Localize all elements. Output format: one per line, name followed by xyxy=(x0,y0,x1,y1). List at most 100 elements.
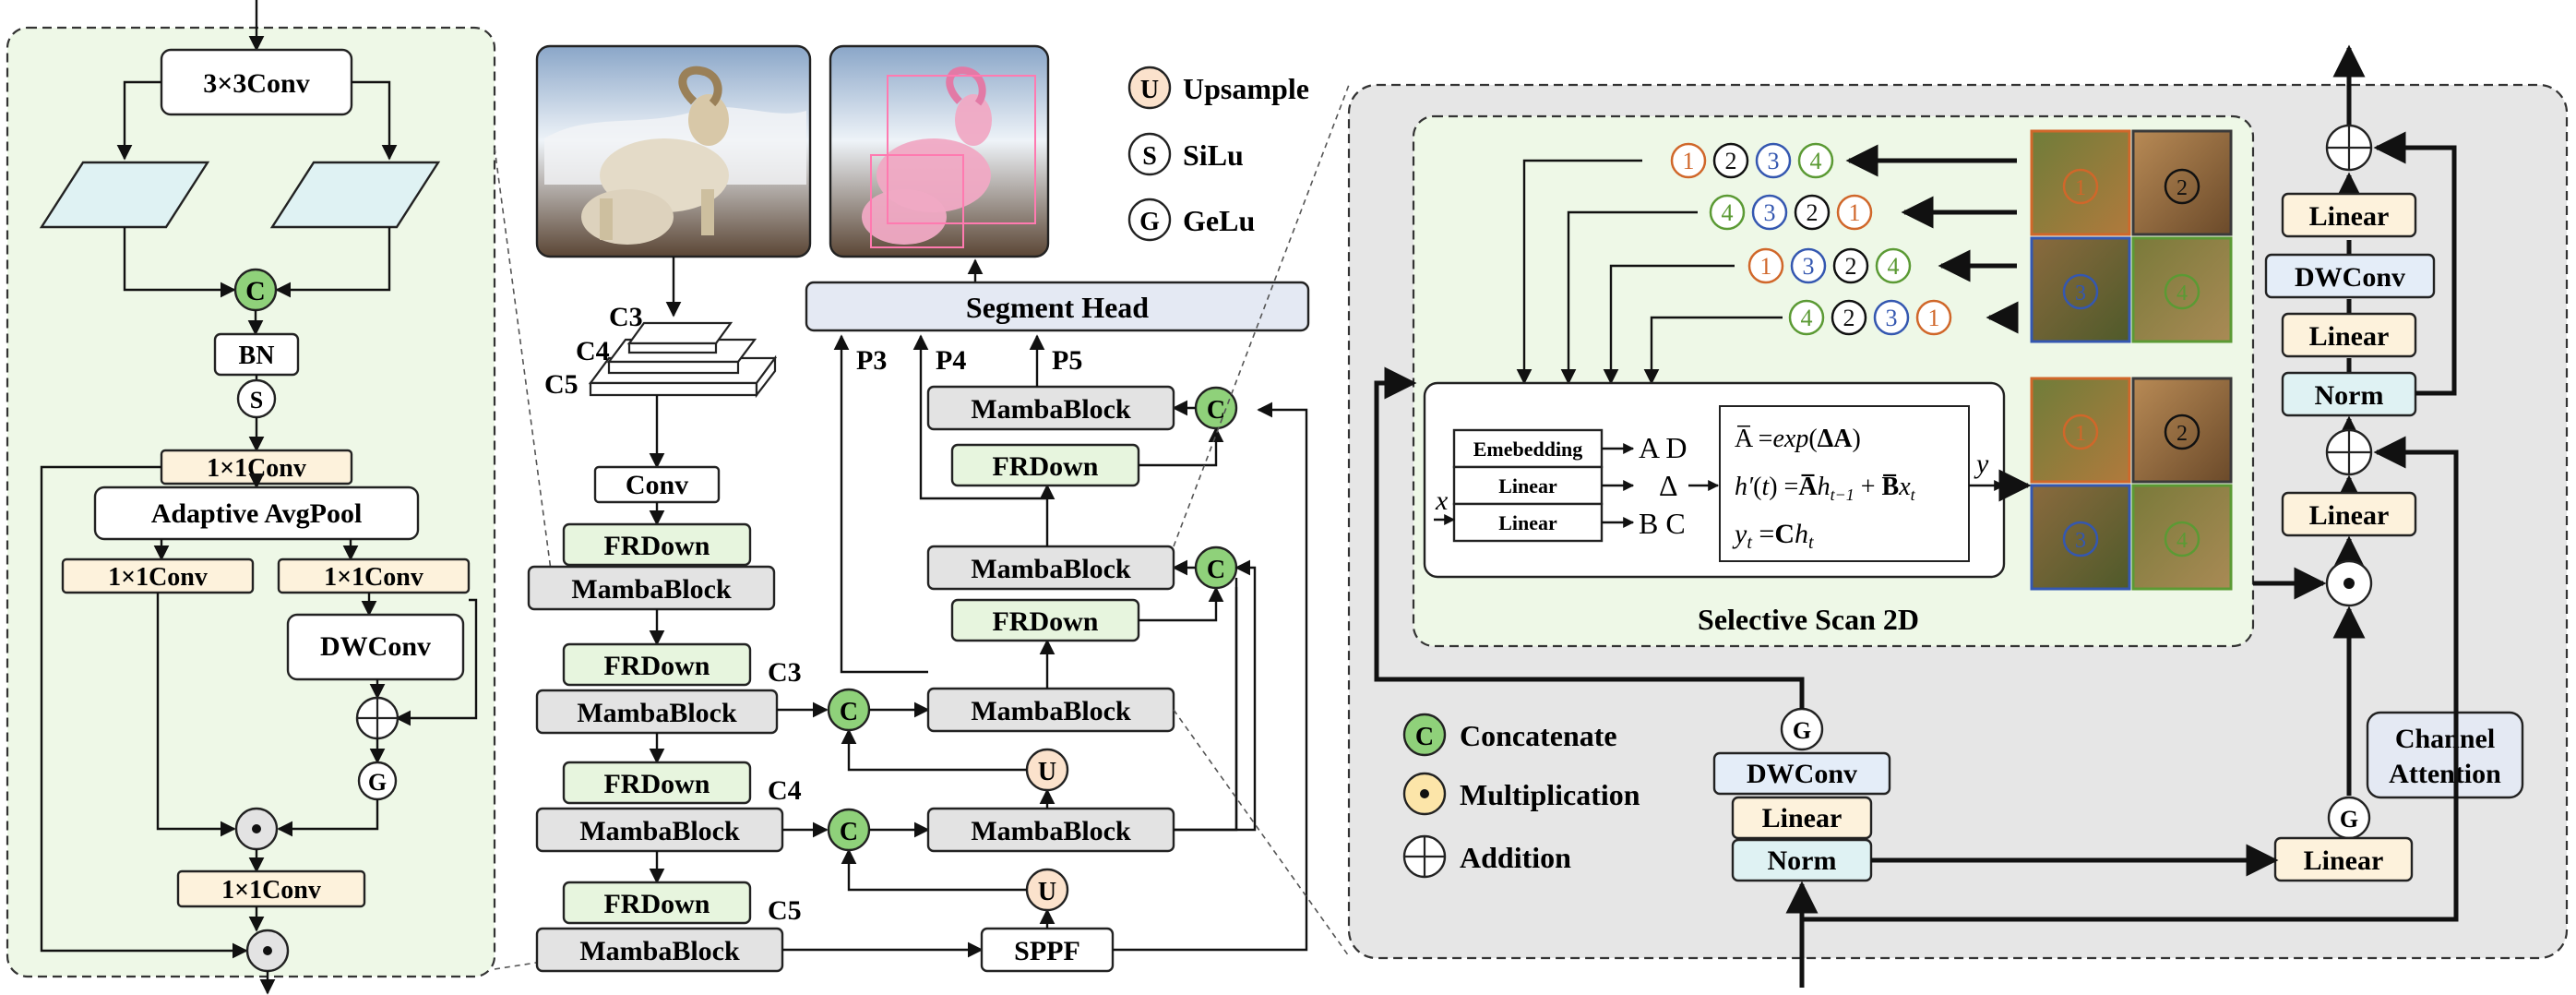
scan-token-circle xyxy=(1836,194,1873,231)
svg-text:DWConv: DWConv xyxy=(2295,262,2405,293)
ssm-output-y: y xyxy=(1974,449,1989,479)
gelu-node-left: G xyxy=(357,761,398,801)
mamba-block-3: MambaBlock xyxy=(535,807,784,853)
frdown-neck-2: FRDown xyxy=(950,443,1140,487)
scan-token-label: 1 xyxy=(1849,199,1861,226)
svg-text:Linear: Linear xyxy=(2309,500,2390,531)
label-p5: P5 xyxy=(1052,345,1082,376)
svg-text:1: 1 xyxy=(2075,422,2086,446)
pyramid-label-c3: C3 xyxy=(609,302,643,332)
addition-node-mid xyxy=(2325,428,2373,476)
label-p4: P4 xyxy=(936,345,966,376)
scan-token-label: 4 xyxy=(1888,253,1900,280)
gelu-node-right: G xyxy=(2327,796,2371,840)
svg-text:Channel: Channel xyxy=(2395,724,2495,754)
svg-text:MambaBlock: MambaBlock xyxy=(971,816,1131,846)
concat-node-p5: C xyxy=(1194,386,1238,430)
svg-text:C: C xyxy=(1207,556,1225,584)
scan-token-circle xyxy=(1751,194,1788,231)
svg-text:Linear: Linear xyxy=(2309,201,2390,232)
legend-mult-label: Multiplication xyxy=(1460,778,1640,811)
frdown-neck-1: FRDown xyxy=(950,598,1140,642)
concat-node-c3: C xyxy=(827,688,871,732)
svg-text:Linear: Linear xyxy=(1498,474,1557,498)
linear-block-bottom-right: Linear xyxy=(2273,836,2414,882)
svg-text:S: S xyxy=(250,387,263,414)
upsample-node-mid: U xyxy=(1025,748,1069,792)
gelu-node-bottom: G xyxy=(1780,707,1824,751)
svg-text:Linear: Linear xyxy=(2309,321,2390,352)
stem-conv-block: Conv xyxy=(593,465,721,504)
scan-token-circle xyxy=(1712,142,1749,179)
svg-text:3: 3 xyxy=(2075,282,2086,306)
legend-silu-label: SiLu xyxy=(1183,138,1244,172)
svg-text:Conv: Conv xyxy=(626,470,688,500)
ssm-eq-state: h′(t) =A̅ht−1 + B̅xt xyxy=(1735,473,1916,504)
svg-text:BN: BN xyxy=(239,342,275,370)
scan-token-circle xyxy=(1831,299,1867,336)
mamba-block-neck-p4: MambaBlock xyxy=(926,545,1175,591)
svg-text:FRDown: FRDown xyxy=(603,651,710,681)
dwconv-block-bottom: DWConv xyxy=(1712,751,1891,796)
norm-block-right: Norm xyxy=(2281,371,2417,417)
conv3x3-label: 3×3Conv xyxy=(203,68,309,99)
svg-text:DWConv: DWConv xyxy=(320,631,431,662)
feature-pyramid xyxy=(588,321,778,399)
scan-token-label: 3 xyxy=(1768,148,1780,174)
conv1x1-left-block: 1×1Conv xyxy=(61,557,255,594)
mamba-block-neck-c3: MambaBlock xyxy=(926,687,1175,733)
svg-text:MambaBlock: MambaBlock xyxy=(971,696,1131,726)
svg-text:4: 4 xyxy=(2176,282,2188,306)
ssm-delta-label: Δ xyxy=(1659,469,1678,502)
adaptive-avgpool-block: Adaptive AvgPool xyxy=(93,486,420,541)
svg-text:FRDown: FRDown xyxy=(603,531,710,561)
scan-token-circle xyxy=(1755,142,1792,179)
multiplication-node-right xyxy=(2325,559,2373,607)
ssm-input-x: x xyxy=(1435,486,1449,516)
stage-label-c5: C5 xyxy=(768,895,802,926)
svg-text:FRDown: FRDown xyxy=(992,606,1098,637)
scan-tiles-bottom: 1 2 3 4 xyxy=(2030,377,2233,591)
scan-token-label: 4 xyxy=(1722,199,1734,226)
addition-node-left xyxy=(355,696,400,740)
dwconv-left-block: DWConv xyxy=(286,613,465,681)
svg-text:G: G xyxy=(1139,208,1160,236)
svg-text:2: 2 xyxy=(2176,176,2188,200)
scan-tiles-top: 1 2 3 4 xyxy=(2030,129,2233,343)
scan-token-label: 1 xyxy=(1928,305,1940,331)
linear-block-mid: Linear xyxy=(2281,312,2417,358)
svg-text:U: U xyxy=(1038,758,1056,786)
svg-text:1×1Conv: 1×1Conv xyxy=(108,563,208,592)
svg-text:U: U xyxy=(1038,878,1056,906)
svg-text:1: 1 xyxy=(2075,176,2086,200)
frdown-block-2: FRDown xyxy=(562,642,752,687)
svg-text:DWConv: DWConv xyxy=(1747,759,1857,789)
output-segmentation-image xyxy=(829,44,1050,258)
svg-text:C: C xyxy=(840,698,858,726)
scan-token-circle xyxy=(1873,299,1910,336)
ssm-eq-output: yt =Cht xyxy=(1732,519,1814,553)
feature-plane-left xyxy=(39,161,210,229)
svg-text:MambaBlock: MambaBlock xyxy=(571,574,732,605)
scan-token-circle xyxy=(1832,247,1869,284)
svg-text:C: C xyxy=(840,818,858,846)
svg-text:1×1Conv: 1×1Conv xyxy=(207,454,306,483)
legend-add-label: Addition xyxy=(1460,841,1571,874)
scan-token-label: 1 xyxy=(1683,148,1695,174)
svg-text:2: 2 xyxy=(2176,422,2188,446)
scan-token-circle xyxy=(1790,247,1827,284)
sppf-block: SPPF xyxy=(980,927,1115,973)
svg-text:MambaBlock: MambaBlock xyxy=(971,394,1131,425)
label-p3: P3 xyxy=(856,345,887,376)
pyramid-label-c4: C4 xyxy=(576,336,610,366)
stage-label-c3: C3 xyxy=(768,657,802,688)
selective-scan-title: Selective Scan 2D xyxy=(1698,603,1919,636)
input-image xyxy=(535,44,812,258)
upsample-node-bottom: U xyxy=(1025,868,1069,912)
conv1x1-bottom-block: 1×1Conv xyxy=(176,869,366,908)
scan-token-label: 4 xyxy=(1801,305,1813,331)
scan-token-label: 3 xyxy=(1886,305,1898,331)
svg-text:C: C xyxy=(245,276,266,306)
scan-token-label: 3 xyxy=(1803,253,1815,280)
scan-token-circle xyxy=(1670,142,1707,179)
